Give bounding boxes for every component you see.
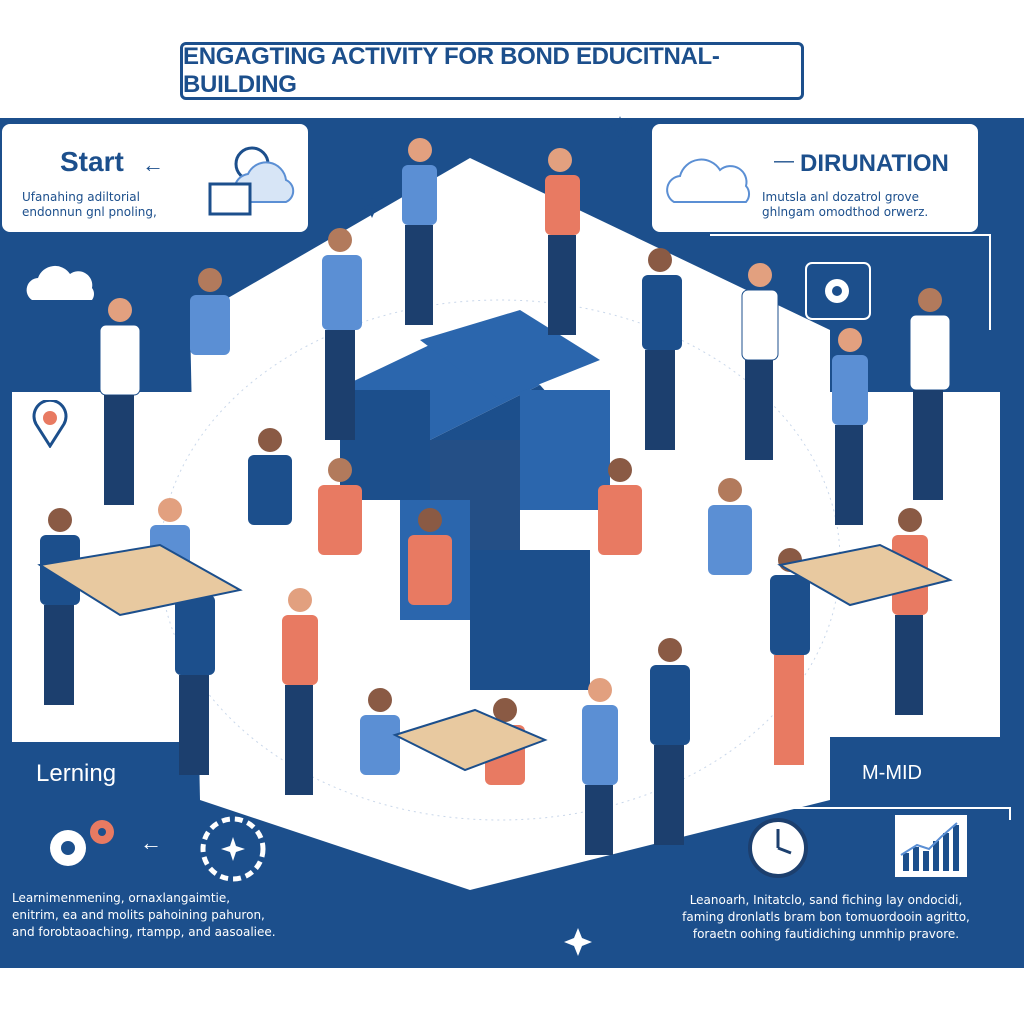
start-body: Ufanahing adiltorial endonnun gnl pnolin… <box>22 190 157 220</box>
banner-title: ENGAGTING ACTIVITY FOR BOND EDUCITNAL-BU… <box>183 43 720 98</box>
mid-label: M-MID <box>862 762 922 784</box>
start-box: Start ← Ufanahing adiltorial endonnun gn… <box>0 122 310 234</box>
location-pin-icon <box>32 400 68 448</box>
clock-icon <box>748 818 808 878</box>
monitor-icon <box>208 146 295 216</box>
mid-body-line: Leanoarh, Initatclo, sand fiching lay on… <box>689 893 963 907</box>
duration-heading: DIRUNATION <box>800 150 949 177</box>
start-body-line: Ufanahing adiltorial <box>22 190 140 204</box>
learning-body: Learnimenmening, ornaxlangaimtie, enitri… <box>12 890 276 941</box>
sparkle-icon <box>608 116 632 140</box>
arrow-left-icon: ← <box>140 830 162 855</box>
duration-body-line: ghlngam omodthod orwerz. <box>762 205 929 219</box>
learning-body-line: and forobtaoaching, rtampp, and aasoalie… <box>12 925 276 939</box>
duration-body-line: Imutsla anl dozatrol grove <box>762 190 919 204</box>
learning-body-line: enitrim, ea and molits pahoining pahuron… <box>12 908 265 922</box>
cloud-icon <box>26 265 94 300</box>
mid-body-line: foraetn oohing fautidiching unmhip pravo… <box>692 927 960 941</box>
gear-icon <box>200 816 266 882</box>
mid-body: Leanoarh, Initatclo, sand fiching lay on… <box>636 892 1016 943</box>
arrow-left-icon: ← <box>142 152 164 177</box>
start-body-line: endonnun gnl pnoling, <box>22 205 157 219</box>
bar-chart-icon <box>895 815 967 877</box>
duration-body: Imutsla anl dozatrol grove ghlngam omodt… <box>762 190 928 220</box>
learning-body-line: Learnimenmening, ornaxlangaimtie, <box>12 891 231 905</box>
gear-icon <box>50 820 114 866</box>
title-banner: ENGAGTING ACTIVITY FOR BOND EDUCITNAL-BU… <box>180 42 804 100</box>
learning-label: Lerning <box>36 760 117 787</box>
gear-icon <box>805 262 871 320</box>
mid-body-line: faming dronlatls bram bon tomuordooin ag… <box>682 910 970 924</box>
dash-icon: — <box>774 150 794 172</box>
duration-box: — DIRUNATION Imutsla anl dozatrol grove … <box>650 122 980 234</box>
start-heading: Start <box>60 146 124 177</box>
cloud-icon <box>666 158 750 203</box>
